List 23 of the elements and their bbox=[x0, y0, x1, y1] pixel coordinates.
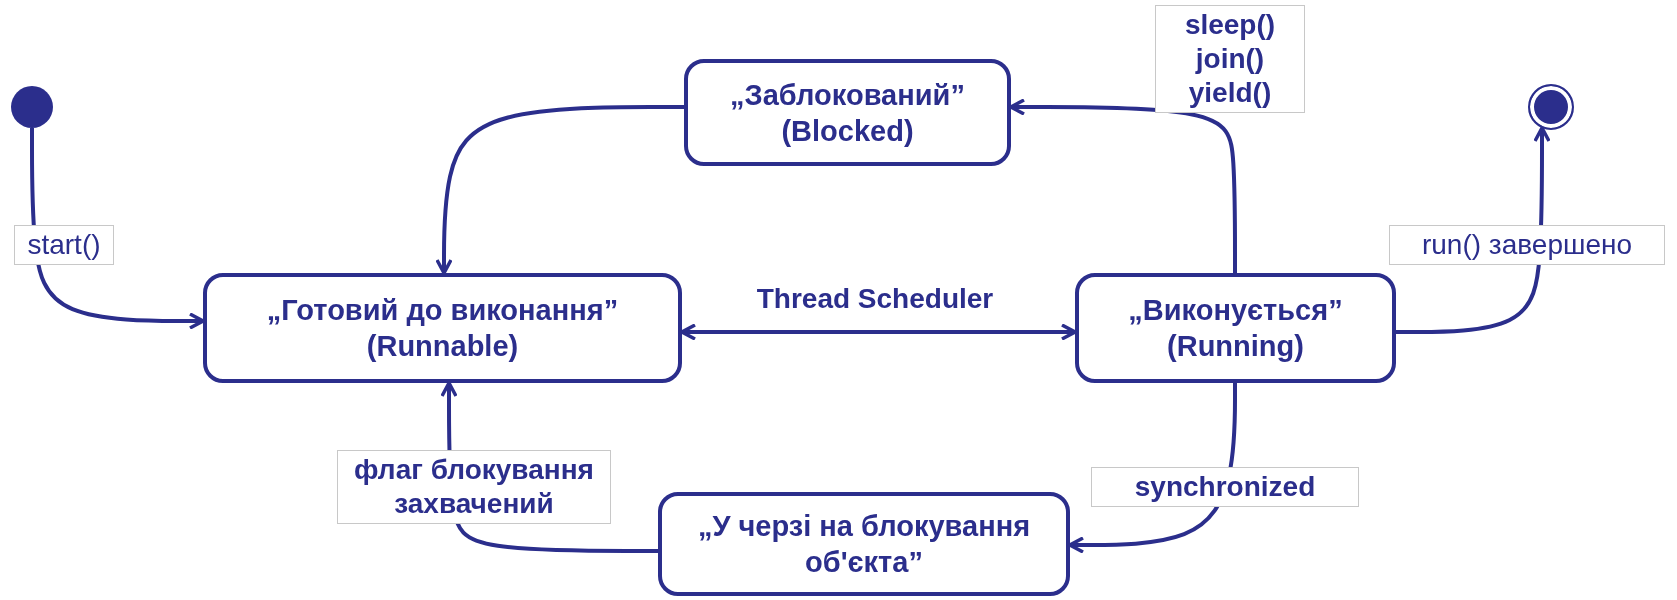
state-subtitle: (Running) bbox=[1167, 329, 1304, 364]
transition-arrow bbox=[1009, 98, 1237, 273]
transition-arrow bbox=[435, 105, 684, 275]
state-name: „Виконується” bbox=[1128, 293, 1343, 328]
edge-label: sleep() join() yield() bbox=[1155, 5, 1305, 113]
state-name: „Заблокований” bbox=[730, 77, 965, 113]
state-name: „Готовий до виконання” bbox=[266, 293, 619, 328]
state-box bbox=[1075, 273, 1396, 383]
state-box bbox=[658, 492, 1070, 596]
transition-arrow bbox=[30, 128, 205, 330]
transition-arrow bbox=[1396, 126, 1551, 334]
state-name: „У черзі на блокування об'єкта” bbox=[696, 509, 1032, 580]
state-subtitle: (Blocked) bbox=[781, 113, 914, 149]
edge-label: start() bbox=[14, 225, 114, 265]
edge-label: run() завершено bbox=[1389, 225, 1665, 265]
edge-label: флаг блокування захвачений bbox=[337, 450, 611, 524]
transition-arrow bbox=[680, 323, 1077, 341]
initial-state-dot bbox=[11, 86, 53, 128]
state-box bbox=[684, 59, 1011, 166]
state-box bbox=[203, 273, 682, 383]
edge-label: synchronized bbox=[1091, 467, 1359, 507]
state-subtitle: (Runnable) bbox=[366, 329, 519, 364]
final-state-bullseye bbox=[1528, 84, 1574, 130]
